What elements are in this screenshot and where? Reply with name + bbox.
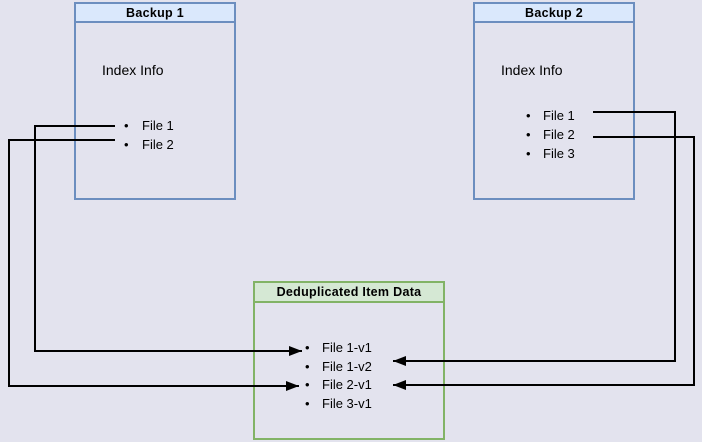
dedup-box: Deduplicated Item Data File 1-v1 File 1-…	[253, 281, 445, 440]
dedup-file-list: File 1-v1 File 1-v2 File 2-v1 File 3-v1	[255, 339, 443, 413]
backup2-file-2-item: File 2	[475, 125, 633, 144]
dedup-file-3-v1-item: File 3-v1	[255, 395, 443, 414]
dedup-file-2-v1-item: File 2-v1	[255, 376, 443, 395]
backup2-file-3-item: File 3	[475, 144, 633, 163]
backup2-index-info-label: Index Info	[501, 62, 563, 78]
backup1-header: Backup 1	[76, 4, 234, 23]
backup2-header: Backup 2	[475, 4, 633, 23]
backup1-index-info-label: Index Info	[102, 62, 164, 78]
backup2-title: Backup 2	[525, 5, 583, 20]
backup2-file-list: File 1 File 2 File 3	[475, 106, 633, 163]
backup1-file-list: File 1 File 2	[76, 116, 234, 154]
dedup-header: Deduplicated Item Data	[255, 283, 443, 303]
backup2-file-1-item: File 1	[475, 106, 633, 125]
backup1-box: Backup 1 Index Info File 1 File 2	[74, 2, 236, 200]
dedup-title: Deduplicated Item Data	[276, 285, 422, 299]
backup1-file-2-item: File 2	[76, 135, 234, 154]
backup1-title: Backup 1	[126, 5, 184, 20]
backup2-box: Backup 2 Index Info File 1 File 2 File 3	[473, 2, 635, 200]
dedup-file-1-v2-item: File 1-v2	[255, 358, 443, 377]
backup1-file-1-item: File 1	[76, 116, 234, 135]
dedup-file-1-v1-item: File 1-v1	[255, 339, 443, 358]
